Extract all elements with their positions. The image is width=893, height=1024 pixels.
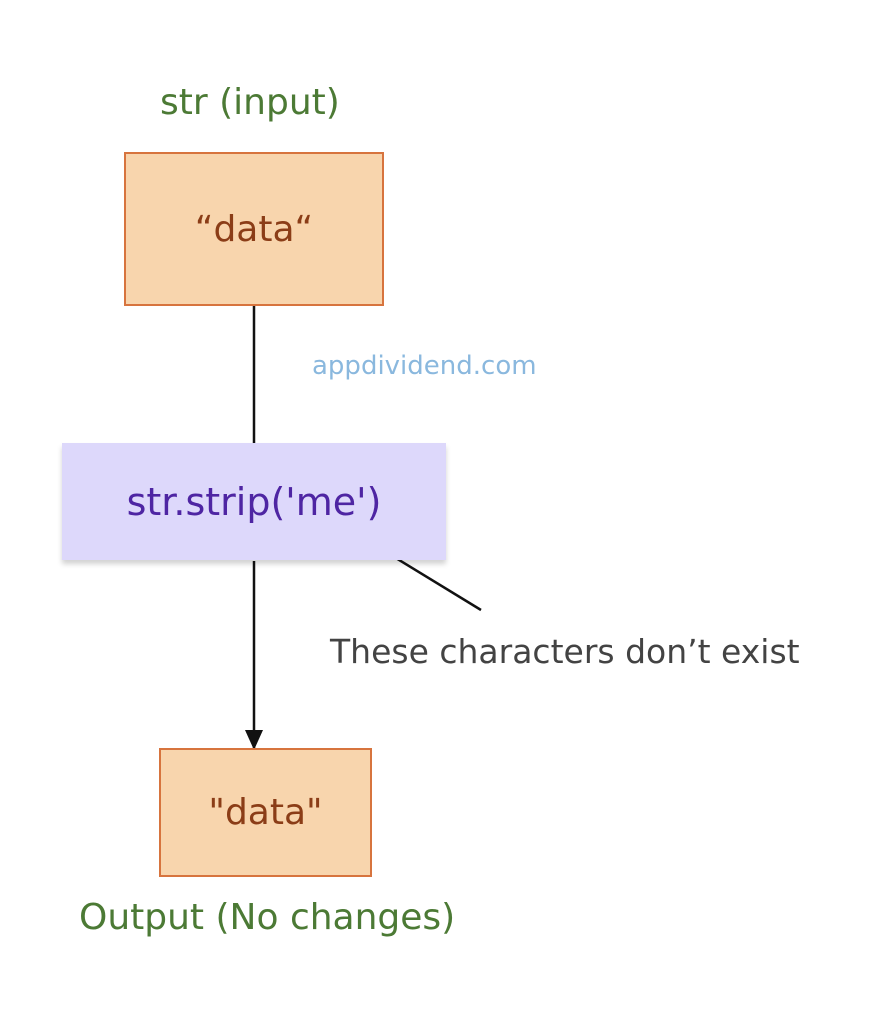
annotation-text: These characters don’t exist <box>330 632 800 671</box>
output-box: "data" <box>159 748 372 877</box>
output-label: Output (No changes) <box>79 897 456 938</box>
output-box-text: "data" <box>208 792 323 833</box>
operation-box-text: str.strip('me') <box>126 479 382 524</box>
input-label: str (input) <box>160 82 340 123</box>
operation-box: str.strip('me') <box>62 443 446 560</box>
watermark: appdividend.com <box>312 351 537 381</box>
input-box: “data“ <box>124 152 384 306</box>
input-box-text: “data“ <box>194 208 314 250</box>
